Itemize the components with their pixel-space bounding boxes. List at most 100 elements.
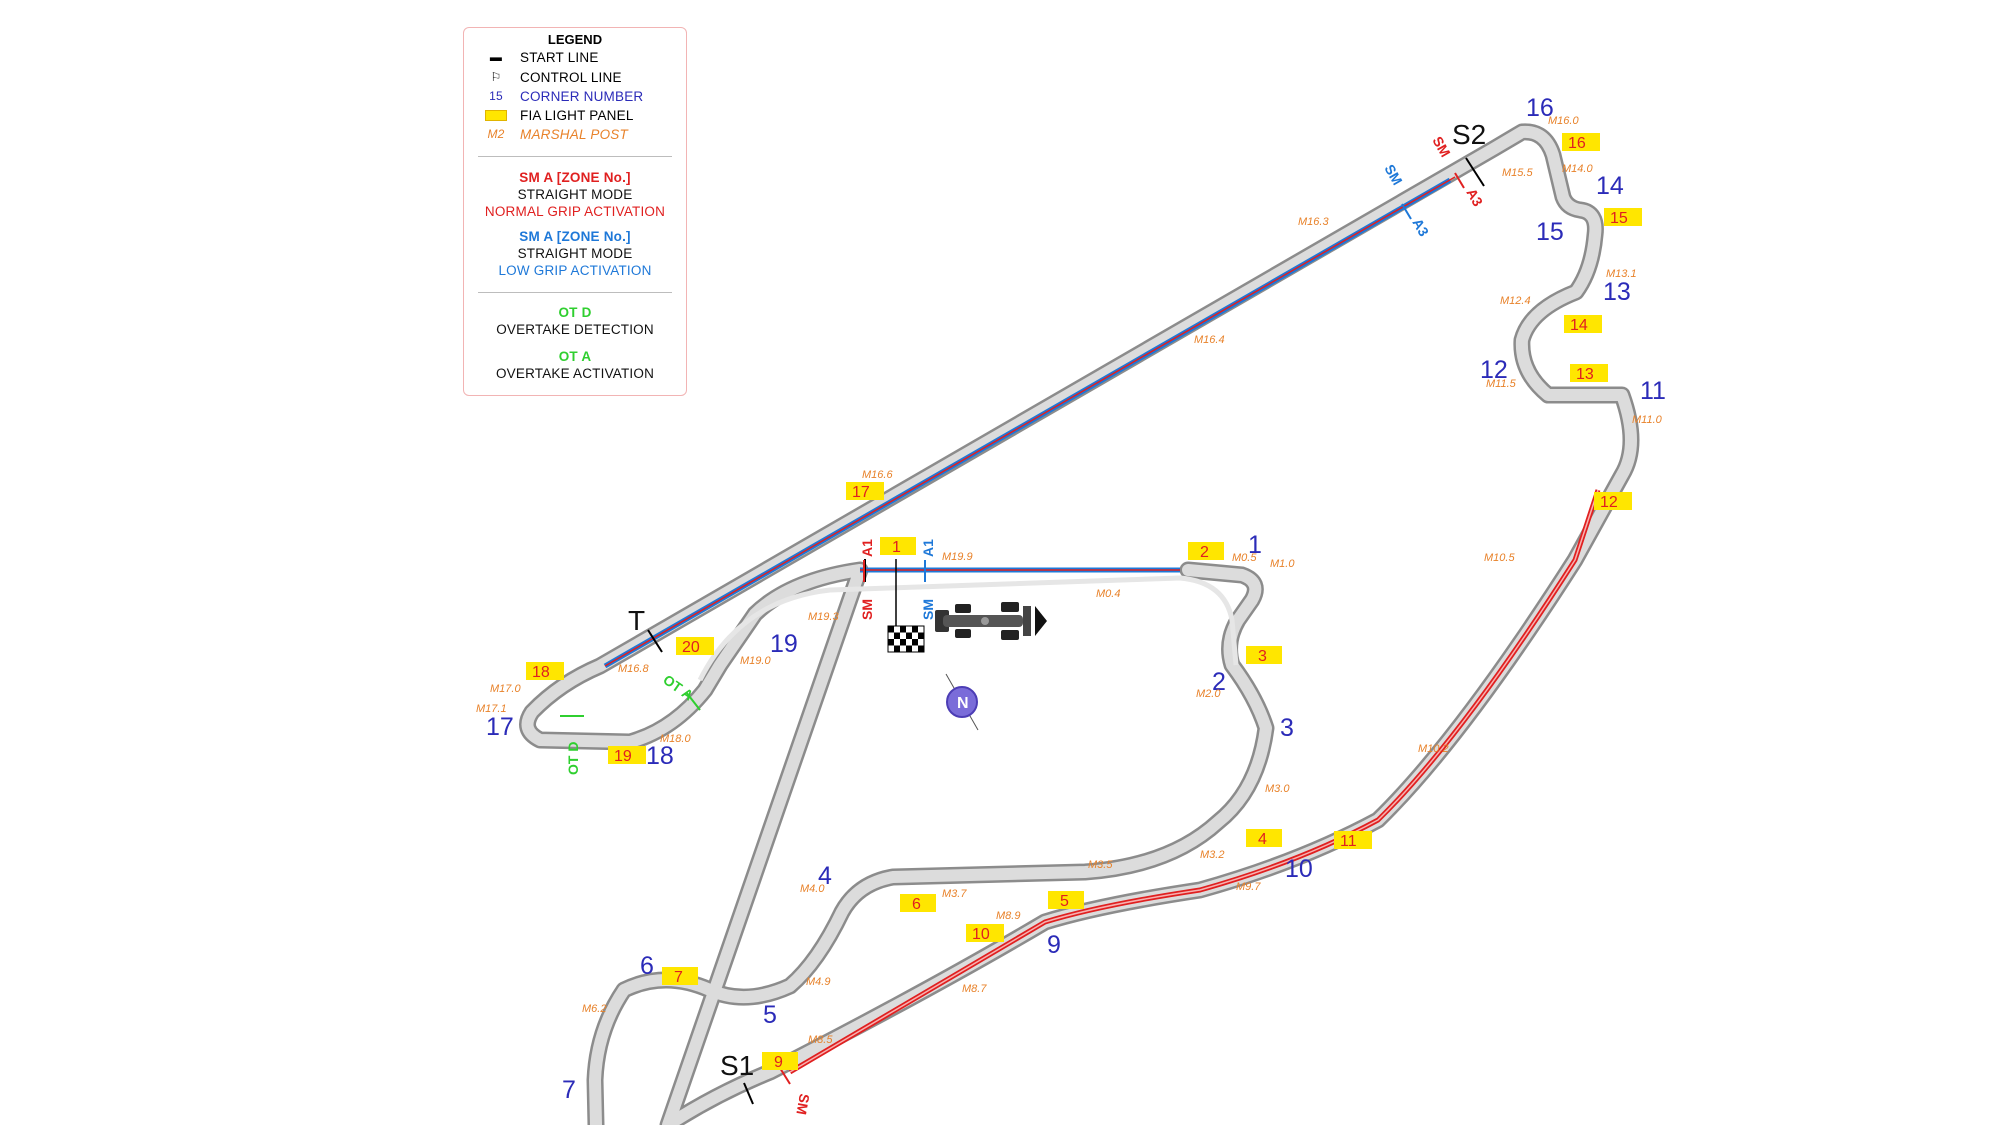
race-car-icon [935, 602, 1047, 640]
marshal-post: M0.4 [1096, 588, 1120, 600]
svg-text:3: 3 [1258, 648, 1267, 665]
corner-sample: 15 [489, 89, 503, 103]
sector-s1-line [743, 1082, 754, 1105]
marshal-post: M19.3 [808, 611, 839, 623]
marshal-post: M19.9 [942, 551, 973, 563]
fia-panel-9: 9 [762, 1052, 798, 1071]
corner-17: 17 [486, 713, 514, 741]
sm-a3-red-label: SM [1429, 134, 1453, 160]
marshal-post: M1.0 [1270, 558, 1295, 570]
checkered-flag-icon [887, 625, 925, 653]
svg-text:10: 10 [972, 926, 990, 943]
marshal-post: M3.0 [1265, 783, 1290, 795]
corner-10: 10 [1285, 855, 1313, 883]
sector-s2-label: S2 [1452, 119, 1486, 150]
legend-sm-normal-mode: STRAIGHT MODE [517, 187, 633, 202]
sector-s2-line [1465, 157, 1485, 187]
legend-divider [478, 292, 672, 293]
compass-icon: N [945, 673, 979, 731]
marshal-sample: M2 [487, 127, 505, 141]
corner-16: 16 [1526, 94, 1554, 122]
fia-panel-1: 1 [880, 537, 916, 556]
pit-lane [697, 575, 1239, 682]
a3-red-label: A3 [1463, 186, 1486, 210]
svg-text:11: 11 [1340, 833, 1357, 850]
legend-fia-panel: FIA LIGHT PANEL [482, 106, 634, 124]
sm-a1-blue-label: SM [920, 599, 936, 620]
svg-text:18: 18 [532, 664, 550, 681]
corner-4: 4 [818, 862, 832, 890]
legend-control-line: ⚐ CONTROL LINE [482, 68, 622, 86]
fia-panel-5: 5 [1048, 891, 1084, 910]
a1-blue-label: A1 [920, 539, 936, 557]
legend-marshal-post: M2 MARSHAL POST [482, 125, 628, 143]
sm-a2-red-label: SM [793, 1092, 812, 1115]
legend-sm-low-desc: LOW GRIP ACTIVATION [498, 263, 652, 278]
fia-panel-icon [482, 109, 510, 121]
marshal-post: M2.0 [1196, 688, 1221, 700]
legend-sm-normal-zone: SM A [ZONE No.] [519, 170, 631, 185]
svg-text:6: 6 [912, 896, 921, 913]
marshal-post: M16.6 [862, 469, 893, 481]
svg-text:15: 15 [1610, 210, 1628, 227]
marshal-post: M14.0 [1562, 163, 1593, 175]
corner-15: 15 [1536, 218, 1564, 246]
svg-text:5: 5 [1060, 893, 1069, 910]
marshal-post: M4.0 [800, 883, 825, 895]
corner-2: 2 [1212, 668, 1226, 696]
fia-panel-12: 12 [1594, 492, 1632, 511]
legend-divider [478, 156, 672, 157]
marshal-post: M11.5 [1486, 378, 1517, 390]
marshal-post: M10.5 [1484, 552, 1515, 564]
svg-text:4: 4 [1258, 831, 1267, 848]
marshal-post: M17.0 [490, 683, 521, 695]
svg-text:2: 2 [1200, 544, 1209, 561]
corner-5: 5 [763, 1001, 777, 1029]
marshal-post: M0.5 [1232, 552, 1257, 564]
svg-text:14: 14 [1570, 317, 1588, 334]
a3-blue-label: A3 [1409, 216, 1432, 240]
svg-text:N: N [957, 695, 969, 712]
svg-text:1: 1 [892, 539, 901, 556]
corner-3: 3 [1280, 714, 1294, 742]
sm-zone-a2-inner [789, 489, 1599, 1073]
legend-panel: LEGEND ▬ START LINE ⚐ CONTROL LINE 15 CO… [463, 27, 687, 396]
marshal-post: M6.2 [582, 1003, 606, 1015]
corner-12: 12 [1480, 356, 1508, 384]
svg-text:13: 13 [1576, 366, 1594, 383]
marshal-post: M4.9 [806, 976, 830, 988]
fia-panel-14: 14 [1564, 315, 1602, 334]
sector-t-line [647, 629, 663, 653]
sector-t-label: T [628, 605, 645, 636]
marshal-post: M16.0 [1548, 115, 1579, 127]
marshal-posts: M0.5 M1.0 M0.4 M2.0 M3.0 M3.2 M3.5 M4.0 … [476, 115, 1663, 1046]
marshal-post: M15.5 [1502, 167, 1533, 179]
marshal-post: M8.7 [962, 983, 987, 995]
corner-14: 14 [1596, 172, 1624, 200]
svg-text:12: 12 [1600, 494, 1618, 511]
marshal-post: M19.0 [740, 655, 771, 667]
legend-sm-low-zone: SM A [ZONE No.] [519, 229, 631, 244]
sm-a1-red-label: SM [859, 599, 875, 620]
corner-9: 9 [1047, 931, 1061, 959]
marshal-post: M3.7 [942, 888, 967, 900]
corner-11: 11 [1640, 377, 1666, 405]
a1-red-label: A1 [859, 539, 875, 557]
fia-panel-10: 10 [966, 924, 1004, 943]
marshal-post: M16.4 [1194, 334, 1225, 346]
legend-otd-desc: OVERTAKE DETECTION [496, 322, 654, 337]
legend-ota-short: OT A [558, 349, 592, 364]
marshal-post: M13.1 [1606, 268, 1637, 280]
fia-panel-18: 18 [526, 662, 564, 681]
marshal-post: M3.2 [1200, 849, 1224, 861]
ota-line [685, 691, 701, 711]
fia-panel-13: 13 [1570, 364, 1608, 383]
corner-18: 18 [646, 742, 674, 770]
fia-panels: 1 2 3 4 5 6 7 9 10 11 12 13 14 15 16 17 … [526, 133, 1642, 1071]
fia-panel-19: 19 [608, 746, 646, 765]
svg-text:9: 9 [774, 1054, 783, 1071]
fia-panel-7: 7 [662, 967, 698, 986]
sm-zone-a3-red [604, 176, 1456, 667]
marshal-post: M18.0 [660, 733, 691, 745]
